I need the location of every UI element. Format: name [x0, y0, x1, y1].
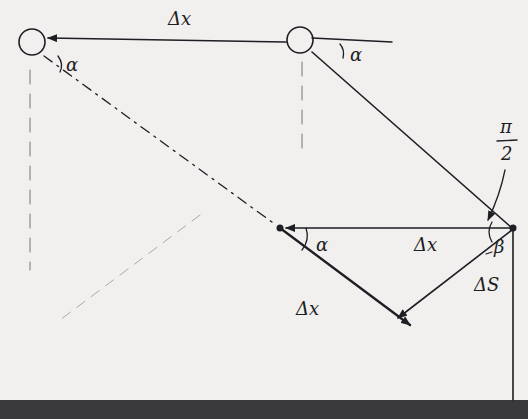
angle-label: α [66, 56, 78, 74]
angle-denominator: 2 [501, 145, 512, 163]
distance-label: Δx [414, 236, 437, 254]
angle-numerator: π [500, 118, 512, 136]
sketch-lines [19, 27, 517, 400]
angle-label: β [494, 238, 504, 256]
ball-left [19, 29, 45, 55]
photo-edge [0, 400, 528, 419]
angle-label: α [316, 236, 328, 254]
ball-right [287, 27, 313, 53]
angle-label: α [350, 46, 362, 64]
point [510, 225, 517, 232]
distance-label: Δx [296, 300, 319, 318]
point [277, 225, 284, 232]
displacement-label: ΔS [474, 276, 499, 294]
distance-label: Δx [168, 10, 191, 28]
